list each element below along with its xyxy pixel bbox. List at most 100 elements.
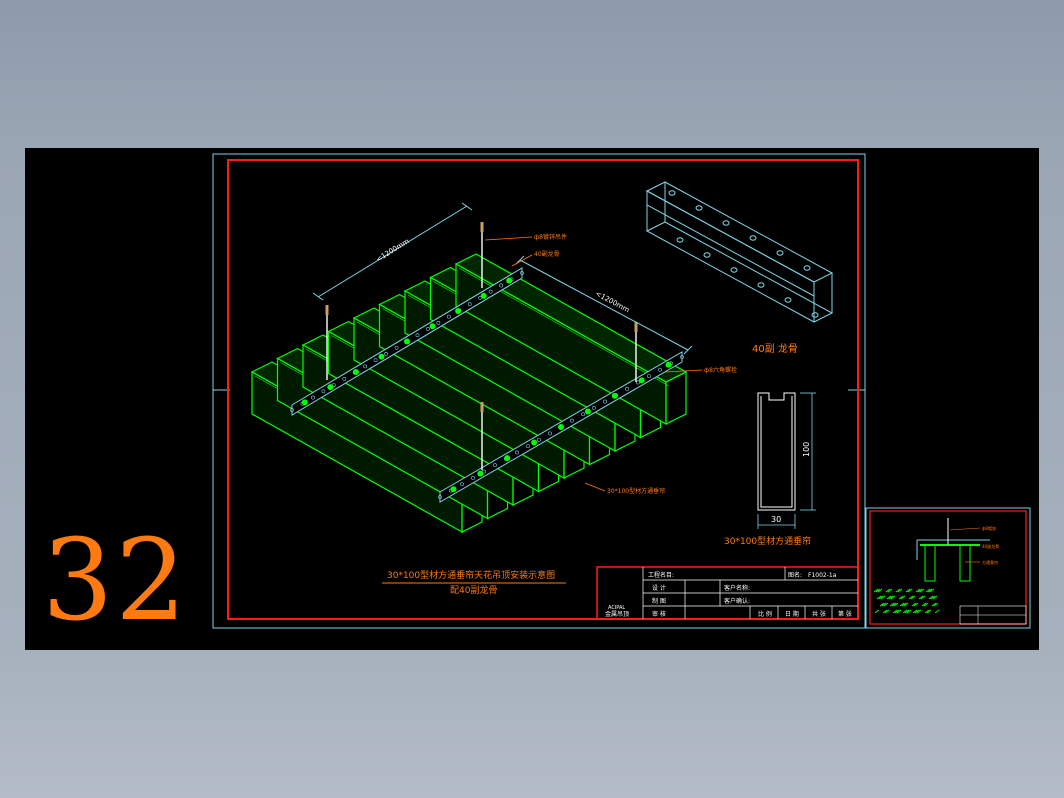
thumbnail-hatch bbox=[873, 588, 940, 614]
runner-hole bbox=[467, 302, 472, 307]
hatch-stroke bbox=[908, 595, 914, 600]
sheet-border bbox=[212, 153, 866, 629]
runner-hole-drawing bbox=[784, 297, 792, 303]
clip-dot bbox=[352, 368, 359, 375]
runner-hole-drawing bbox=[695, 205, 703, 211]
page-number: 32 bbox=[42, 516, 189, 646]
hatch-stroke bbox=[878, 595, 884, 600]
clip-dot bbox=[531, 439, 538, 446]
hatch-stroke bbox=[887, 588, 893, 593]
hatch-stroke bbox=[894, 609, 900, 614]
tb-project: 工程名目: bbox=[648, 571, 674, 579]
hatch-stroke bbox=[910, 595, 916, 600]
runner-hole-drawing bbox=[676, 237, 684, 243]
clip-dot bbox=[611, 392, 618, 399]
hatch-stroke bbox=[873, 588, 879, 593]
runner-hole bbox=[384, 352, 388, 356]
drawing-border bbox=[227, 159, 859, 620]
slat-end bbox=[665, 371, 687, 425]
dim-width: 30 bbox=[771, 515, 781, 524]
hatch-stroke bbox=[927, 588, 933, 593]
tb-sheet-3: 第 张 bbox=[838, 610, 852, 618]
hatch-stroke bbox=[933, 602, 939, 607]
hatch-stroke bbox=[891, 602, 897, 607]
clip-dot bbox=[450, 486, 457, 493]
clip-dot bbox=[504, 455, 511, 462]
hatch-stroke bbox=[915, 588, 921, 593]
runner-hole-drawing bbox=[803, 265, 811, 271]
thumbnail-sheet[interactable] bbox=[865, 507, 1031, 629]
runner-hole bbox=[436, 320, 441, 325]
dim-height: 100 bbox=[802, 442, 811, 457]
tb-drawing-no-label: 图名: bbox=[788, 571, 802, 579]
clip-dot bbox=[301, 399, 308, 406]
runner-hole bbox=[658, 367, 662, 372]
runner-hole bbox=[394, 345, 399, 350]
hatch-stroke bbox=[879, 602, 885, 607]
hatch-stroke bbox=[929, 588, 935, 593]
thumb-label-b: 40副龙骨 bbox=[982, 543, 999, 549]
hatch-stroke bbox=[881, 602, 887, 607]
runner-hole bbox=[321, 389, 326, 394]
hatch-stroke bbox=[882, 609, 888, 614]
hatch-stroke bbox=[914, 609, 920, 614]
hatch-stroke bbox=[895, 588, 901, 593]
clip-dot bbox=[327, 384, 334, 391]
label-hanger: ф8镀锌吊件 bbox=[534, 233, 567, 241]
hatch-stroke bbox=[902, 609, 908, 614]
caption-line1: 30*100型材方通垂帘天花吊顶安装示意图 bbox=[387, 569, 555, 581]
hatch-stroke bbox=[934, 609, 940, 614]
runner-hole bbox=[363, 364, 368, 369]
hatch-stroke bbox=[913, 602, 919, 607]
hatch-stroke bbox=[893, 602, 899, 607]
hatch-stroke bbox=[925, 588, 931, 593]
label-anchor: ф8六角螺栓 bbox=[704, 366, 737, 374]
runner-hole bbox=[488, 289, 493, 294]
hatch-stroke bbox=[917, 588, 923, 593]
runner-hole-drawing bbox=[757, 282, 765, 288]
hatch-stroke bbox=[886, 595, 892, 600]
tb-sheet-1: 日 期 bbox=[785, 610, 799, 618]
runner-hole-drawing bbox=[776, 250, 784, 256]
iso-assembly bbox=[250, 222, 688, 534]
runner-hole bbox=[515, 450, 519, 455]
hatch-stroke bbox=[897, 588, 903, 593]
runner-hole bbox=[603, 399, 607, 404]
hatch-stroke bbox=[919, 588, 925, 593]
runner-hole-drawing bbox=[722, 220, 730, 226]
hatch-stroke bbox=[924, 609, 930, 614]
runner-hole bbox=[415, 333, 420, 338]
hatch-stroke bbox=[905, 588, 911, 593]
tb-row2: 设 计 bbox=[652, 584, 666, 592]
hatch-stroke bbox=[904, 609, 910, 614]
hatch-stroke bbox=[876, 595, 882, 600]
dim-length-2: <1200mm bbox=[594, 290, 631, 315]
runner-hole-drawing bbox=[730, 267, 738, 273]
clip-dot bbox=[378, 353, 385, 360]
runner-hole bbox=[426, 327, 430, 331]
profile-section bbox=[757, 392, 796, 511]
runner-hole-drawing bbox=[749, 235, 757, 241]
dim-length-1: <1200mm bbox=[375, 237, 411, 264]
hatch-stroke bbox=[907, 588, 913, 593]
runner-hole bbox=[526, 444, 530, 448]
tb-company-top: ACIPAL bbox=[608, 605, 625, 611]
hatch-stroke bbox=[898, 595, 904, 600]
hatch-stroke bbox=[918, 595, 924, 600]
hatch-stroke bbox=[874, 609, 880, 614]
runner-hole bbox=[438, 495, 442, 499]
hatch-stroke bbox=[877, 588, 883, 593]
runner-hole-drawing bbox=[703, 252, 711, 258]
runner-hole-drawing bbox=[811, 312, 819, 318]
hatch-stroke bbox=[896, 609, 902, 614]
hatch-stroke bbox=[920, 595, 926, 600]
tb-client: 客户名称: bbox=[724, 584, 750, 592]
tb-client-confirm: 客户确认: bbox=[724, 597, 750, 605]
tb-company-bottom: 金属吊顶 bbox=[605, 610, 629, 618]
runner-holes bbox=[668, 190, 819, 318]
hatch-stroke bbox=[888, 595, 894, 600]
tb-row3: 制 图 bbox=[652, 597, 666, 605]
hatch-stroke bbox=[889, 602, 895, 607]
hatch-stroke bbox=[880, 595, 886, 600]
